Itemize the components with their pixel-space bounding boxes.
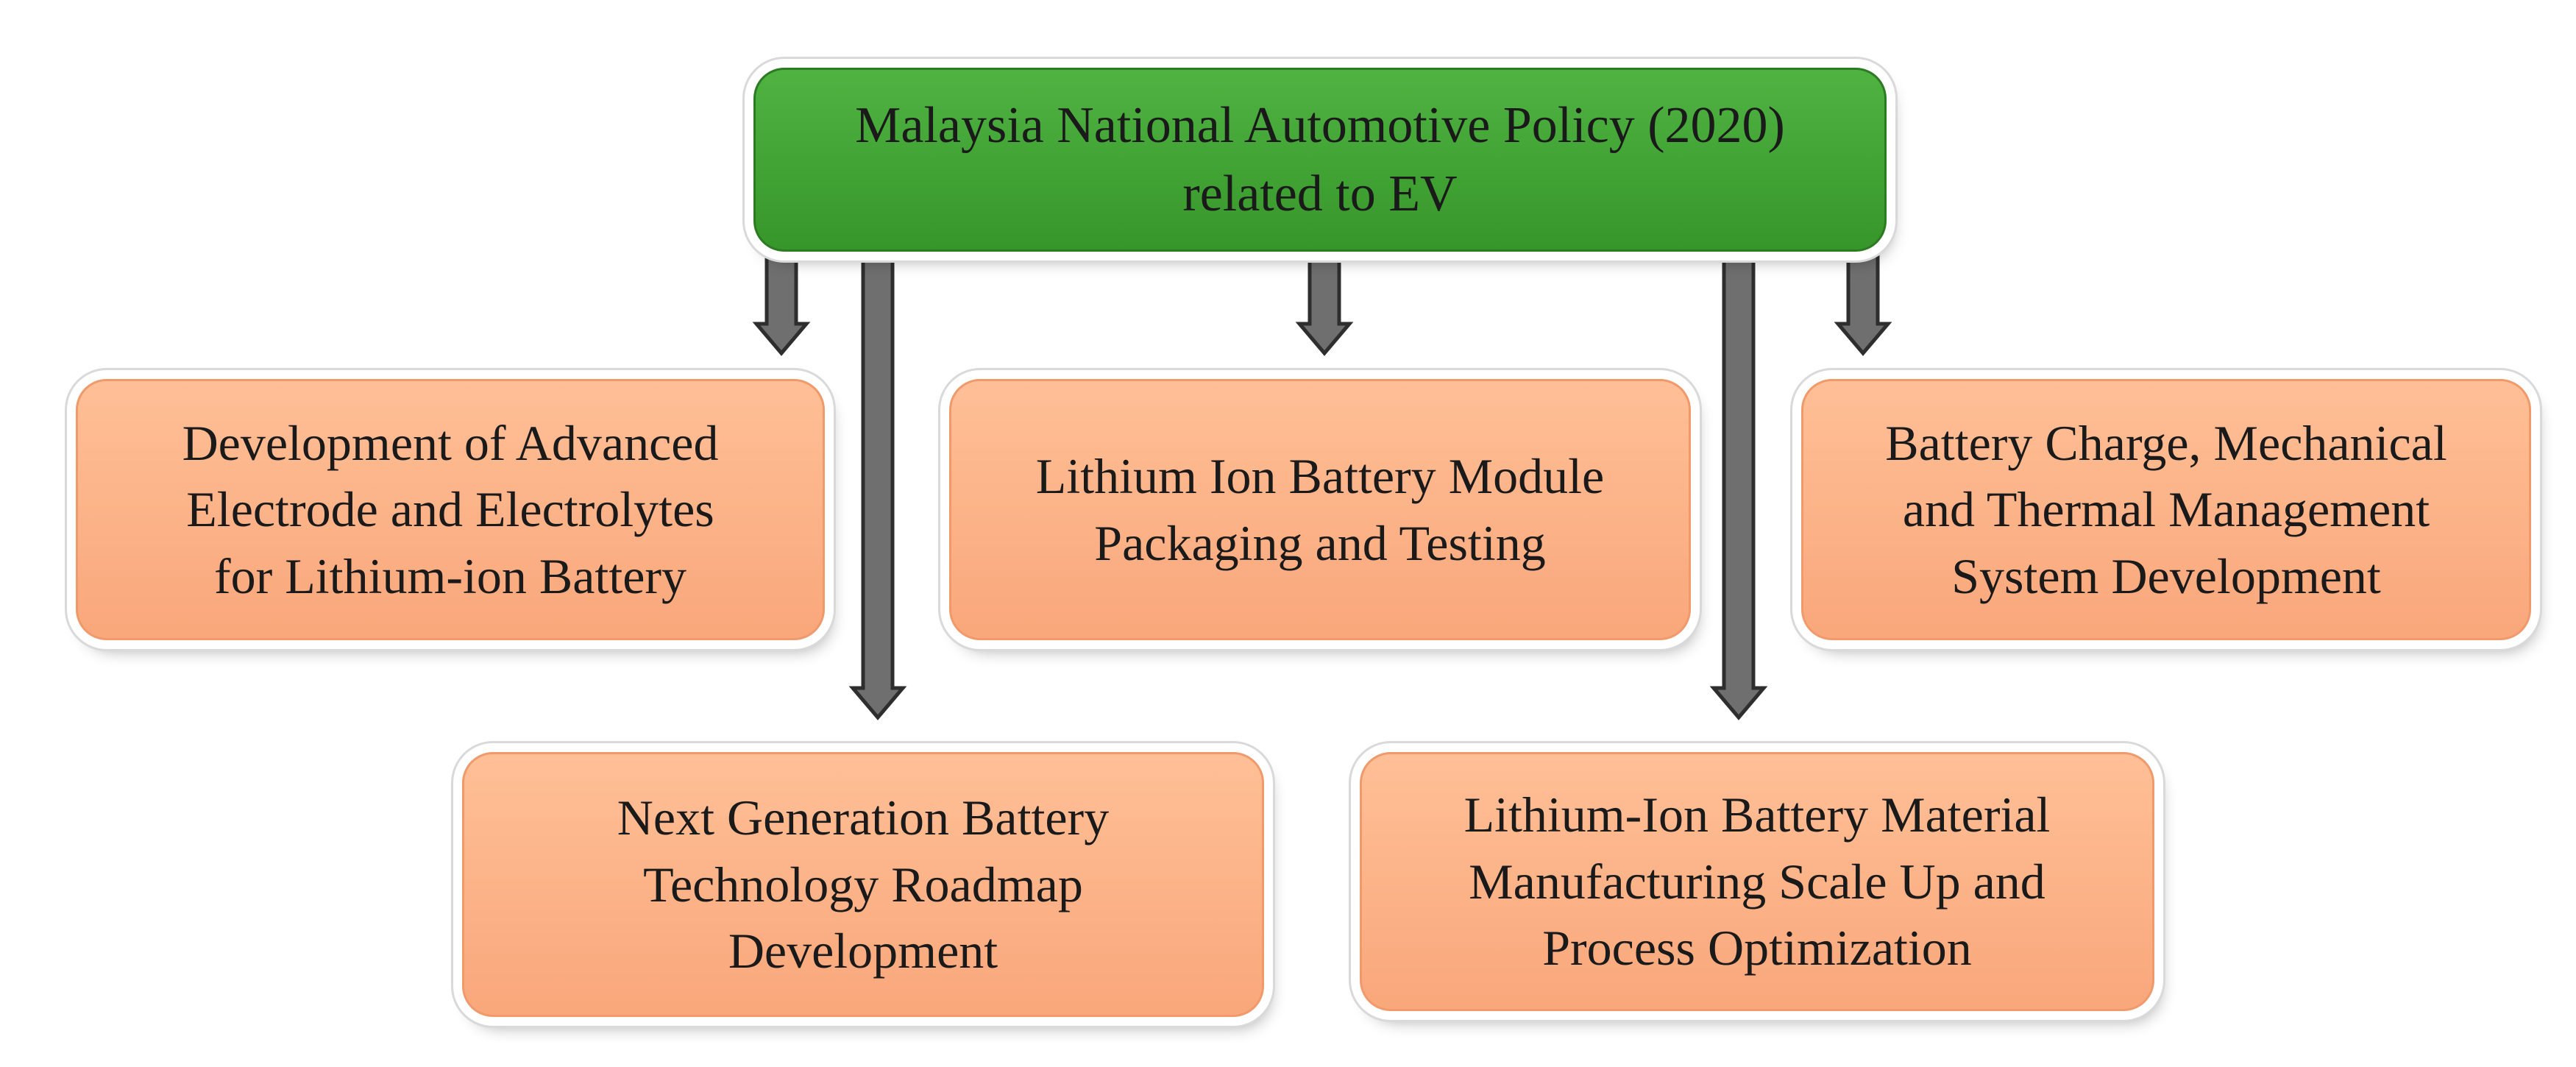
arrow-root-to-node-2: [1295, 252, 1354, 356]
arrow-root-to-node-1: [752, 252, 811, 356]
root-node-national-automotive-policy: Malaysia National Automotive Policy (202…: [753, 68, 1887, 252]
node-label: Lithium Ion Battery Module Packaging and…: [1035, 448, 1605, 571]
node-label: Development of Advanced Electrode and El…: [182, 414, 719, 604]
arrow-root-to-node-3: [1834, 252, 1892, 356]
node-charge-thermal-management: Battery Charge, Mechanical and Thermal M…: [1801, 379, 2531, 640]
node-module-packaging-testing: Lithium Ion Battery Module Packaging and…: [949, 379, 1691, 640]
node-material-manufacturing-scale-up: Lithium-Ion Battery Material Manufacturi…: [1360, 752, 2154, 1011]
root-node-label: Malaysia National Automotive Policy (202…: [855, 96, 1785, 222]
arrow-root-to-node-5: [1709, 252, 1768, 720]
arrow-root-to-node-4: [848, 252, 907, 720]
node-next-generation-roadmap: Next Generation Battery Technology Roadm…: [462, 752, 1264, 1017]
node-label: Battery Charge, Mechanical and Thermal M…: [1885, 414, 2447, 604]
node-label: Next Generation Battery Technology Roadm…: [617, 790, 1110, 979]
node-label: Lithium-Ion Battery Material Manufacturi…: [1463, 787, 2051, 976]
node-advanced-electrode-electrolytes: Development of Advanced Electrode and El…: [76, 379, 825, 640]
